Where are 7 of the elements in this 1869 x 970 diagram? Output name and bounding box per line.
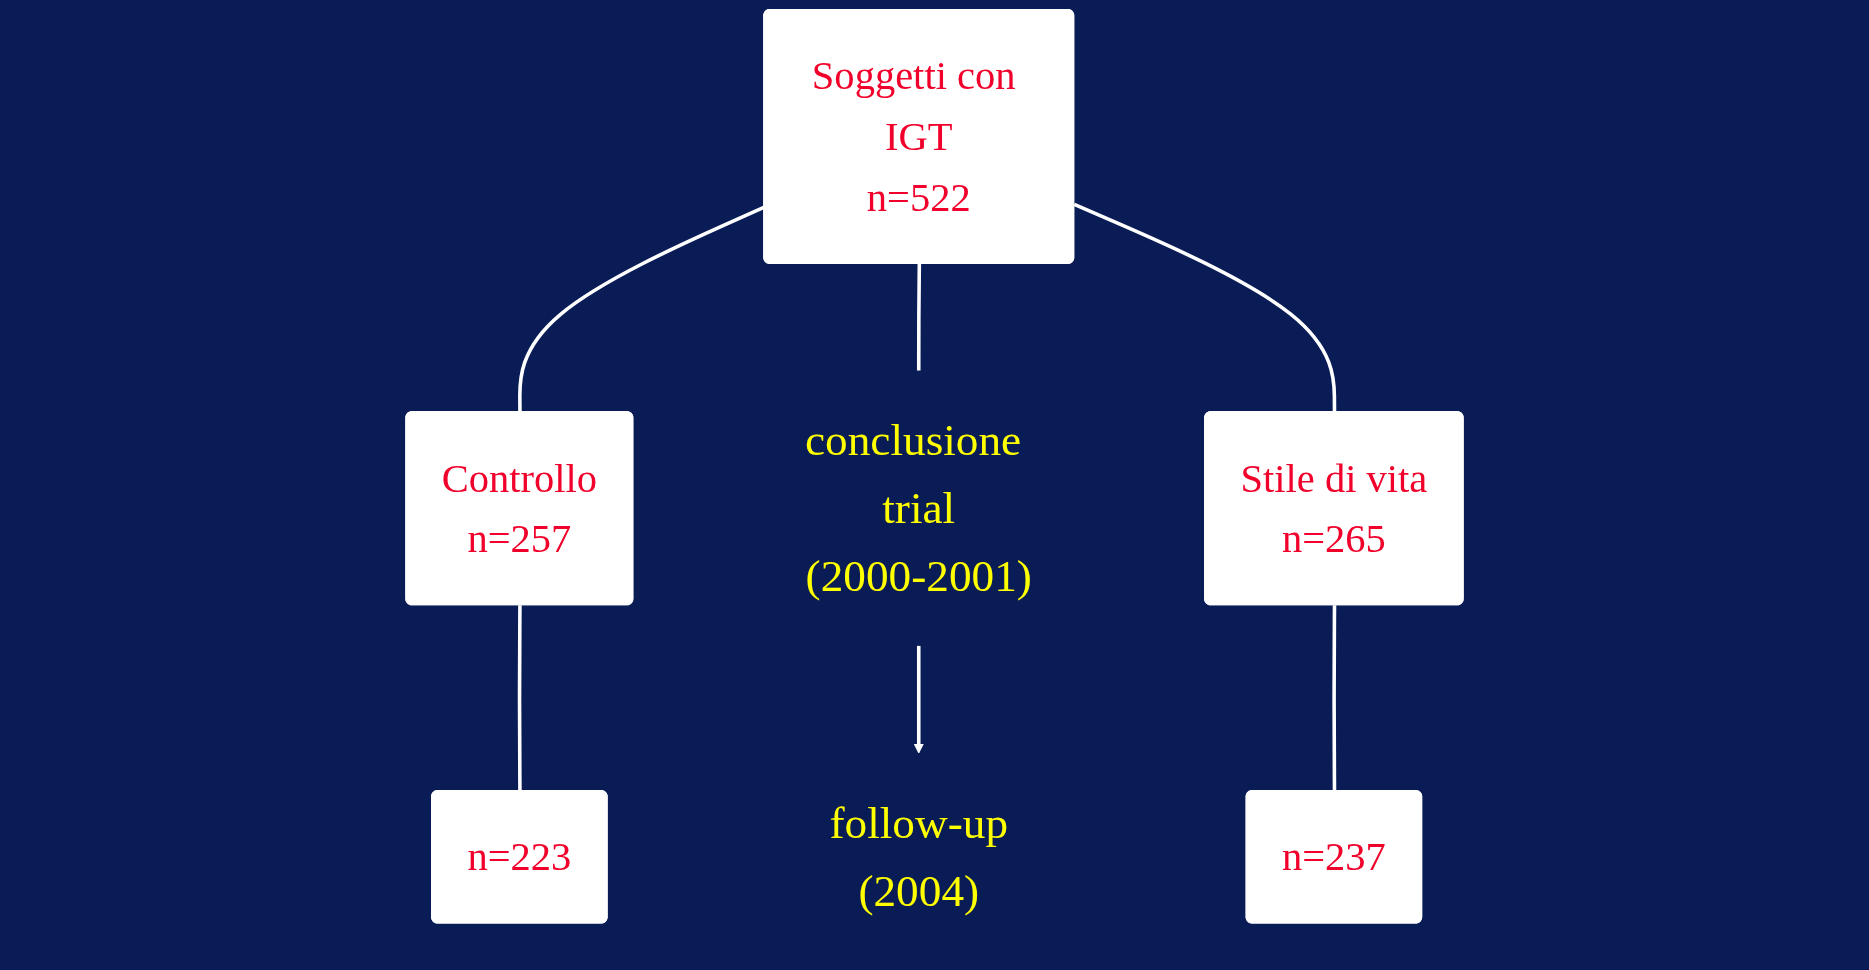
node-text: follow-up (2004) xyxy=(829,797,1009,916)
arrow xyxy=(913,645,924,754)
connector xyxy=(517,605,522,792)
connector xyxy=(1332,605,1337,792)
node-text: conclusione trial (2000-2001) xyxy=(804,414,1032,601)
connector xyxy=(916,263,922,371)
connector xyxy=(1073,202,1337,413)
